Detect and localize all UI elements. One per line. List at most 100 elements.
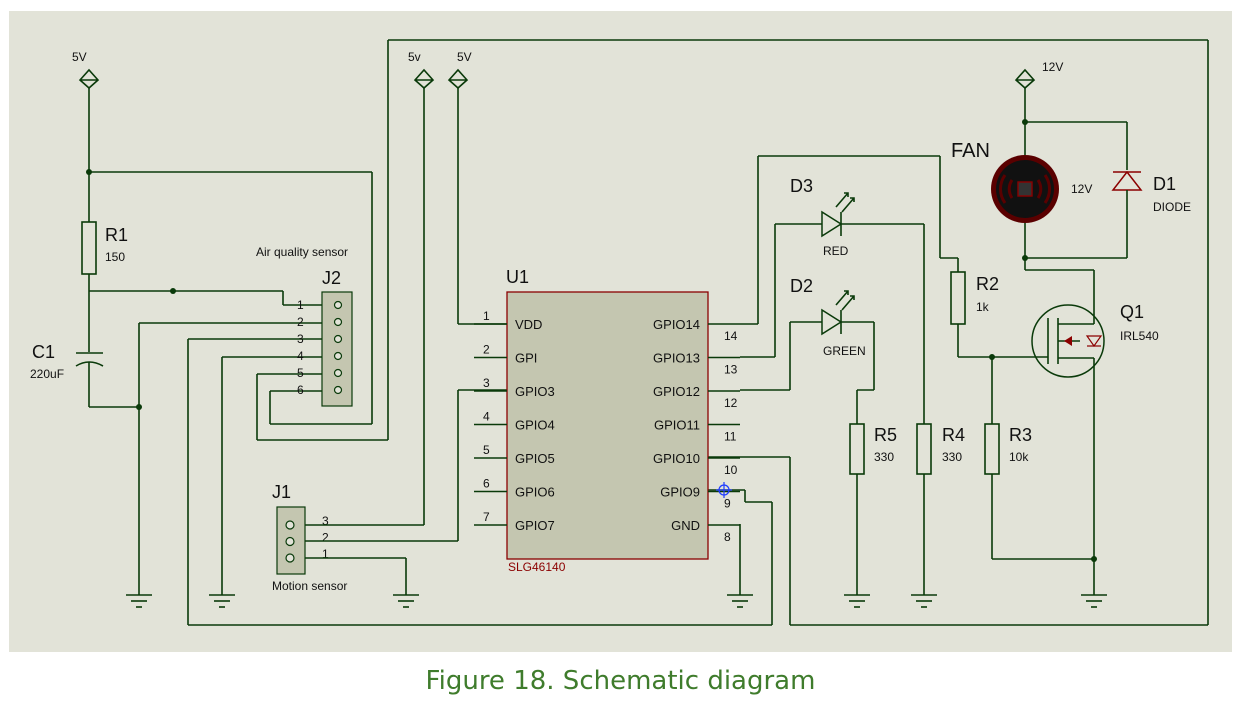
power-label-12v: 12V	[1042, 60, 1063, 74]
u1-pin-name: GPIO10	[653, 451, 700, 466]
ground-symbol	[209, 594, 235, 608]
j1-pin-1	[285, 553, 295, 563]
led-d2	[821, 308, 843, 336]
probe-marker	[716, 482, 732, 498]
j2-pin-4	[333, 351, 343, 361]
u1-pin-number: 2	[483, 343, 490, 357]
u1-ref: U1	[506, 267, 529, 287]
j1-pin-number: 2	[322, 531, 329, 545]
led-section: D3 RED D2 GREEN R5 330 R4 330	[740, 155, 965, 608]
r1-c1-section: 5V R1 150 C1 220uF	[30, 39, 1209, 626]
d1-ref: D1	[1153, 174, 1176, 194]
u1-pin-name: VDD	[515, 317, 542, 332]
j2-pin-number: 6	[297, 383, 304, 397]
u1-pin-number: 5	[483, 443, 490, 457]
j1-pin-number: 1	[322, 547, 329, 561]
r1-ref: R1	[105, 225, 128, 245]
u1-pin-number: 3	[483, 376, 490, 390]
power-arrow-12v	[1014, 68, 1036, 90]
led-d3	[821, 210, 843, 238]
u1-pin-number: 6	[483, 477, 490, 491]
power-label-5v-j1: 5v	[408, 50, 421, 64]
q1-ref: Q1	[1120, 302, 1144, 322]
j1-pin-3	[285, 520, 295, 530]
power-label-5v-vdd: 5V	[457, 50, 472, 64]
j1-pin-number: 3	[322, 514, 329, 528]
r5-ref: R5	[874, 425, 897, 445]
fan-section: 12V FAN 12V D1 DIODE	[950, 60, 1191, 608]
r4-ref: R4	[942, 425, 965, 445]
j2-title: Air quality sensor	[256, 245, 348, 259]
u1-pin-number: 12	[724, 396, 738, 410]
r3-ref: R3	[1009, 425, 1032, 445]
j1-pin-2	[285, 536, 295, 547]
u1-pin-name: GPI	[515, 351, 537, 366]
u1-pin-name: GPIO4	[515, 418, 555, 433]
j2-pin-1	[333, 300, 343, 310]
fan-value: 12V	[1071, 182, 1092, 196]
u1-pin-name: GPIO11	[654, 418, 700, 433]
r5-value: 330	[874, 450, 894, 464]
u1-pin-name: GND	[671, 518, 700, 533]
ground-symbol	[844, 594, 870, 608]
r2-value: 1k	[976, 300, 990, 314]
r1-value: 150	[105, 250, 125, 264]
ground-symbol	[126, 594, 152, 608]
ground-symbol	[727, 594, 753, 608]
connector-j2: Air quality sensor J2 1 2 3 4 5 6	[256, 245, 353, 407]
u1-pin-number: 7	[483, 510, 490, 524]
ground-symbol	[1081, 594, 1107, 608]
schematic-diagram: 5V R1 150 C1 220uF	[9, 11, 1232, 652]
j2-pin-number: 1	[297, 298, 304, 312]
u1-body	[506, 291, 709, 560]
u1-pin-name: GPIO14	[653, 317, 700, 332]
u1-pin-name: GPIO3	[515, 384, 555, 399]
ic-u1: U1 SLG46140 1VDD2GPI3GPIO34GPIO45GPIO56G…	[474, 267, 753, 608]
resistor-r2	[950, 271, 966, 325]
power-arrow-5v-j1	[413, 68, 435, 90]
power-arrow-5v-vdd	[447, 68, 469, 90]
j1-title: Motion sensor	[272, 579, 347, 593]
c1-ref: C1	[32, 342, 55, 362]
u1-pin-number: 14	[724, 329, 738, 343]
j2-pin-6	[333, 385, 343, 395]
power-label-5v-left: 5V	[72, 50, 87, 64]
u1-part: SLG46140	[508, 560, 566, 574]
ground-symbol	[393, 594, 419, 608]
u1-pin-number: 4	[483, 410, 490, 424]
u1-pin-number: 11	[724, 430, 737, 444]
j2-pin-number: 5	[297, 366, 304, 380]
u1-pin-name: GPIO9	[660, 485, 700, 500]
u1-pin-number: 13	[724, 363, 738, 377]
q1-value: IRL540	[1120, 329, 1159, 343]
u1-pin-name: GPIO5	[515, 451, 555, 466]
j2-pin-number: 3	[297, 332, 304, 346]
r2-ref: R2	[976, 274, 999, 294]
u1-pin-name: GPIO12	[653, 384, 700, 399]
figure-caption: Figure 18. Schematic diagram	[425, 666, 816, 696]
u1-pin-number: 10	[724, 463, 738, 477]
j2-pin-number: 4	[297, 349, 304, 363]
junction	[170, 288, 176, 294]
connector-j1: J1 Motion sensor 3 2 1 5v 5V	[272, 50, 507, 608]
d3-value: RED	[823, 244, 849, 258]
j2-pin-5	[333, 368, 343, 378]
d2-ref: D2	[790, 276, 813, 296]
u1-pin-name: GPIO13	[653, 351, 700, 366]
u1-pin-name: GPIO7	[515, 518, 555, 533]
j2-pin-3	[333, 334, 343, 344]
power-arrow-5v-left	[78, 68, 100, 90]
j2-ref: J2	[322, 268, 341, 288]
r4-value: 330	[942, 450, 962, 464]
d1-value: DIODE	[1153, 200, 1191, 214]
d2-value: GREEN	[823, 344, 866, 358]
j1-ref: J1	[272, 482, 291, 502]
u1-pin-number: 8	[724, 530, 731, 544]
u1-pin-number: 1	[483, 309, 490, 323]
u1-pin-name: GPIO6	[515, 485, 555, 500]
j2-pin-number: 2	[297, 315, 304, 329]
c1-value: 220uF	[30, 367, 64, 381]
j2-pin-2	[333, 317, 343, 327]
u1-pin-number: 9	[724, 497, 731, 511]
d3-ref: D3	[790, 176, 813, 196]
